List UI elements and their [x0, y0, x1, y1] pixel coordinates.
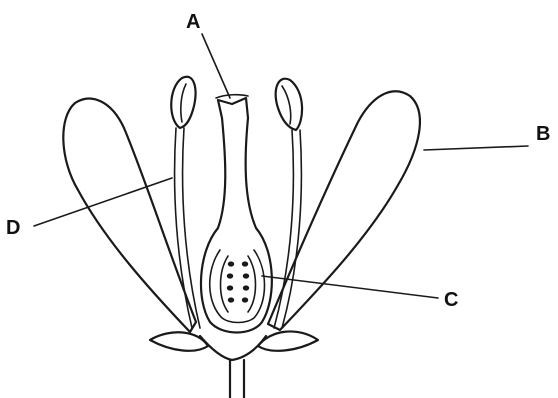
left-anther	[171, 77, 195, 128]
label-d: D	[6, 217, 20, 239]
label-a: A	[186, 11, 200, 33]
ovules	[227, 261, 249, 302]
receptacle	[200, 336, 266, 360]
flower-stalk	[230, 360, 244, 398]
ovule	[243, 285, 249, 290]
leader-line-a	[202, 34, 230, 98]
ovule	[228, 261, 234, 266]
right-sepal	[258, 331, 318, 350]
ovary-chamber-inner	[221, 256, 256, 312]
ovule	[227, 273, 233, 278]
leader-line-b	[424, 146, 528, 150]
left-sepal	[150, 332, 208, 351]
stigma-top	[216, 95, 248, 98]
right-stamen-filament	[274, 130, 293, 328]
ovary-chamber-outer	[210, 250, 265, 323]
leader-line-c	[262, 276, 438, 298]
label-b: B	[536, 123, 550, 145]
ovule	[243, 273, 249, 278]
label-c: C	[444, 289, 458, 311]
ovule	[227, 285, 233, 290]
ovule	[242, 261, 248, 266]
ovule	[242, 297, 248, 302]
ovule	[228, 297, 234, 302]
left-anther-groove	[181, 84, 186, 122]
